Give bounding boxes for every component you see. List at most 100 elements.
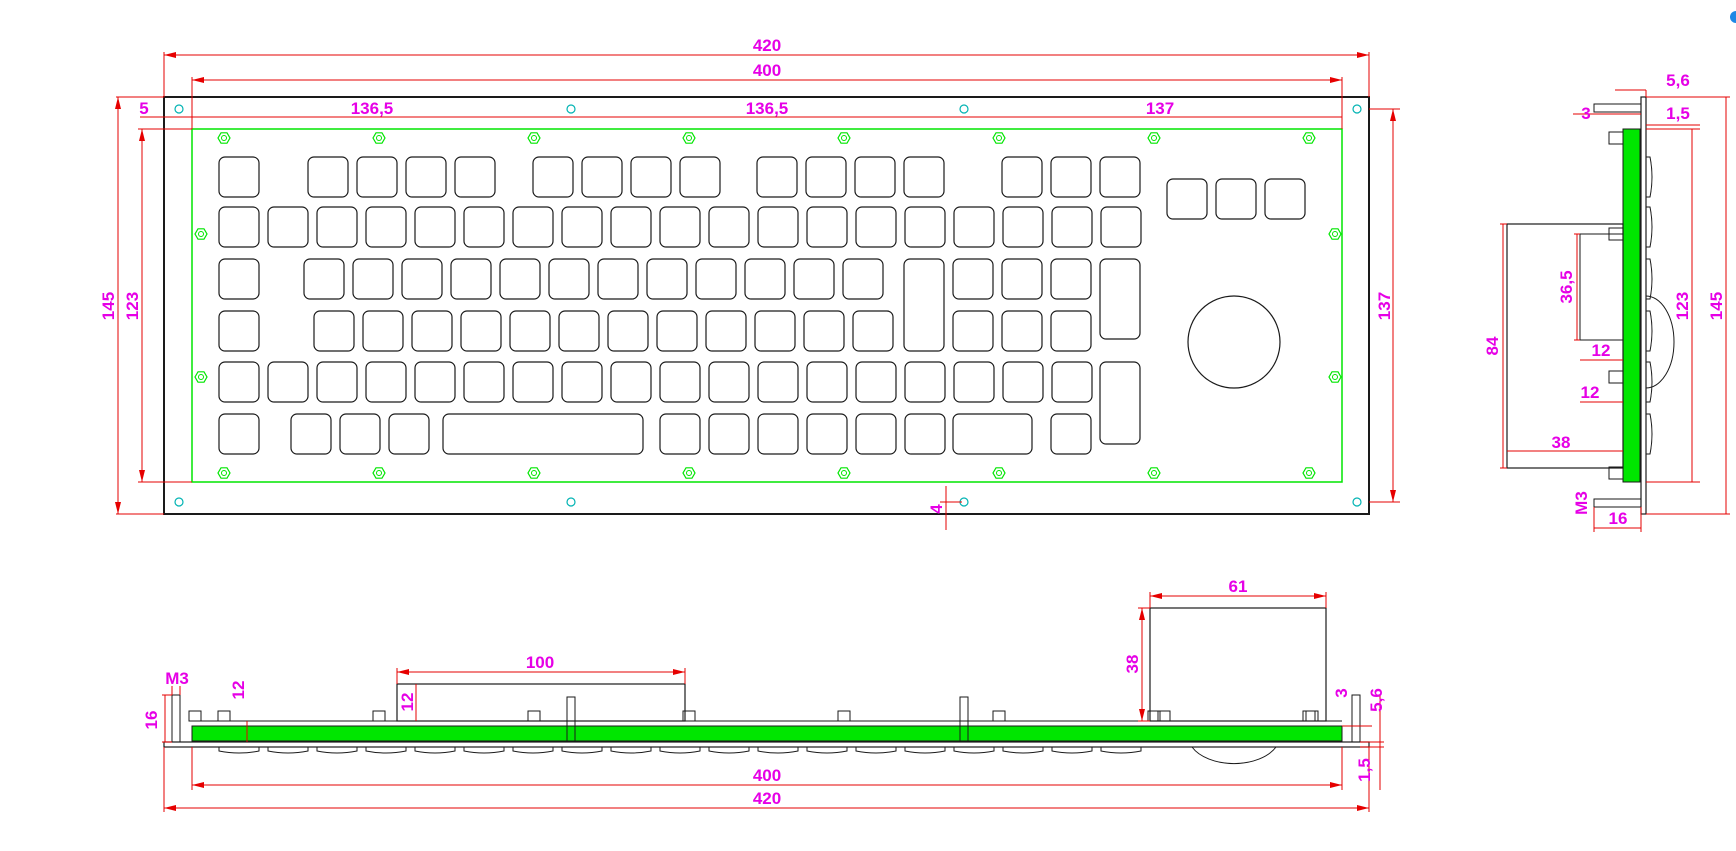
mount-hole	[566, 497, 576, 507]
keycap	[1002, 206, 1044, 248]
front-dimension-lines	[116, 52, 1400, 530]
bottom-keycaps	[218, 747, 1142, 754]
bottom-keycap	[365, 747, 407, 754]
pcb-screws	[194, 132, 1342, 479]
side-keycap	[1646, 361, 1653, 403]
bottom-screws	[188, 710, 1319, 722]
front-inner-height-label: 123	[123, 292, 142, 320]
keycap	[1002, 361, 1044, 403]
bottom-keycap	[855, 747, 897, 754]
hole-spacing-2-label: 136,5	[746, 99, 789, 118]
trackball	[1187, 295, 1281, 389]
bottom-pcb-gap-label: 12	[229, 681, 248, 700]
bottom-keycap	[218, 747, 260, 754]
keycap	[218, 206, 260, 248]
pcb-screw	[194, 228, 208, 240]
keycap	[904, 361, 946, 403]
keycap	[1001, 258, 1043, 300]
keycap	[904, 413, 946, 455]
pcb-screw	[992, 132, 1006, 144]
bottom-screw	[1157, 710, 1171, 722]
bottom-overall-width-label: 420	[753, 789, 781, 808]
side-screw	[1608, 370, 1624, 384]
front-hole-height-label: 137	[1375, 292, 1394, 320]
side-keycap	[1646, 310, 1653, 352]
keycap	[1166, 178, 1208, 220]
keycap	[561, 206, 603, 248]
keycap	[659, 206, 701, 248]
keycap	[290, 413, 332, 455]
bottom-screw	[1302, 710, 1316, 722]
front-overall-height-label: 145	[99, 292, 118, 320]
keycap	[218, 361, 260, 403]
keycap	[757, 361, 799, 403]
side-dimension-lines	[1500, 89, 1730, 532]
keycap	[362, 310, 404, 352]
side-screw	[1608, 131, 1624, 145]
keycap	[806, 413, 848, 455]
pcb-screw	[992, 467, 1006, 479]
keycap	[852, 310, 894, 352]
keycap	[659, 361, 701, 403]
side-keycap	[1646, 206, 1653, 248]
bottom-keycap	[463, 747, 505, 754]
bottom-screw	[682, 710, 696, 722]
bottom-stud-right	[1351, 694, 1361, 743]
side-front-plate	[1640, 96, 1647, 515]
bottom-dimension-lines	[162, 592, 1384, 812]
keycap	[659, 413, 701, 455]
side-stud-height-label: 16	[1609, 509, 1628, 528]
bottom-screw	[188, 710, 202, 722]
bottom-stud-mid-1	[566, 696, 576, 743]
pcb-screw	[527, 132, 541, 144]
keycap	[952, 258, 994, 300]
pcb-screw	[837, 132, 851, 144]
side-keycap	[1646, 156, 1653, 198]
pcb-screw	[527, 467, 541, 479]
pcb-screw	[1147, 467, 1161, 479]
side-module-height-label: 84	[1483, 336, 1502, 355]
keycap	[558, 310, 600, 352]
keycap	[679, 156, 721, 198]
bottom-screw	[527, 710, 541, 722]
front-edge-offset-label: 5	[139, 99, 148, 118]
mount-hole	[566, 104, 576, 114]
bottom-screw	[992, 710, 1006, 722]
bottom-keycap	[1100, 747, 1142, 754]
key-grid	[218, 156, 1306, 455]
mount-hole	[174, 104, 184, 114]
keycap	[708, 361, 750, 403]
hole-spacing-3-label: 137	[1146, 99, 1174, 118]
keycap	[411, 310, 453, 352]
keycap	[316, 361, 358, 403]
keycap	[708, 206, 750, 248]
bottom-keycap	[806, 747, 848, 754]
keycap	[708, 413, 750, 455]
side-mount-spacing-2-label: 12	[1581, 383, 1600, 402]
keycap	[854, 156, 896, 198]
mount-hole	[959, 104, 969, 114]
keycap	[532, 156, 574, 198]
pcb-screw	[217, 132, 231, 144]
keycap	[401, 258, 443, 300]
keycap	[512, 206, 554, 248]
keycap	[388, 413, 430, 455]
bottom-connector	[396, 683, 686, 722]
bottom-trackball-height-label: 38	[1123, 655, 1142, 674]
side-module-depth-label: 38	[1552, 433, 1571, 452]
keycap	[1099, 258, 1141, 340]
keycap	[953, 206, 995, 248]
keycap	[656, 310, 698, 352]
side-screw	[1608, 227, 1624, 241]
keycap	[855, 361, 897, 403]
mount-holes	[174, 104, 1362, 507]
keycap	[267, 206, 309, 248]
side-plate-thickness-label: 1,5	[1666, 104, 1690, 123]
pcb-screw	[682, 132, 696, 144]
keycap	[352, 258, 394, 300]
keycap	[1264, 178, 1306, 220]
keycap	[1050, 310, 1092, 352]
keycap	[1001, 156, 1043, 198]
side-keycaps	[1646, 156, 1653, 455]
keycap	[460, 310, 502, 352]
